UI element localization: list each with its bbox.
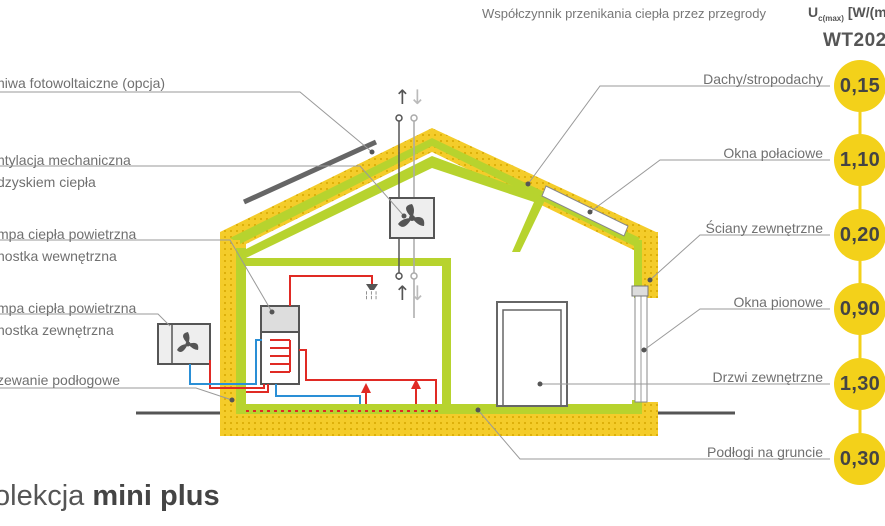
outdoor-heat-pump-icon [157,323,211,365]
left-wall-insulation [220,240,240,418]
label-photovoltaic: niwa fotowoltaiczne (opcja) [0,75,166,91]
svg-text:↓: ↓ [409,85,426,109]
interior-wall [442,258,451,408]
u-value-heading: Współczynnik przenikania ciepła przez pr… [482,6,766,21]
svg-text:╎╎╎: ╎╎╎ [364,291,378,300]
u-value-badge: 1,10 [834,134,885,186]
roof-window [541,185,629,237]
svg-text:↑: ↑ [394,281,411,305]
u-value-badge: 0,15 [834,60,885,112]
u-value-badge: 0,90 [834,283,885,335]
right-wall-structure [634,240,642,298]
u-value-badge: 1,30 [834,358,885,410]
label-floor-heating: zewanie podłogowe [0,372,120,388]
component-label: Drzwi zewnętrzne [712,369,823,385]
indoor-heat-pump-icon [260,305,300,385]
component-label: Okna pionowe [733,294,823,310]
attic-ceiling [240,156,546,258]
component-label: Okna połaciowe [723,145,823,161]
component-label: Ściany zewnętrzne [705,220,823,236]
svg-text:↑: ↑ [394,85,411,109]
door [496,301,568,407]
collection-title: olekcja mini plus [0,480,220,512]
floor-insulation [220,412,658,436]
u-value-badge: 0,20 [834,209,885,261]
left-wall-structure [236,248,246,414]
component-label: Dachy/stropodachy [703,71,823,87]
ceiling-slab [240,258,450,266]
solar-panels [242,139,378,205]
roof-insulation [220,128,656,256]
component-label: Podłogi na gruncie [707,444,823,460]
ventilation-unit-icon [389,197,435,239]
floor-structure [236,404,642,414]
right-wall-insulation [640,232,658,298]
standard-label: WT202 [823,30,885,51]
svg-text:↓: ↓ [409,281,426,305]
u-value-badge: 0,30 [834,433,885,485]
u-value-symbol: Uc(max) [W/(m [808,4,885,23]
